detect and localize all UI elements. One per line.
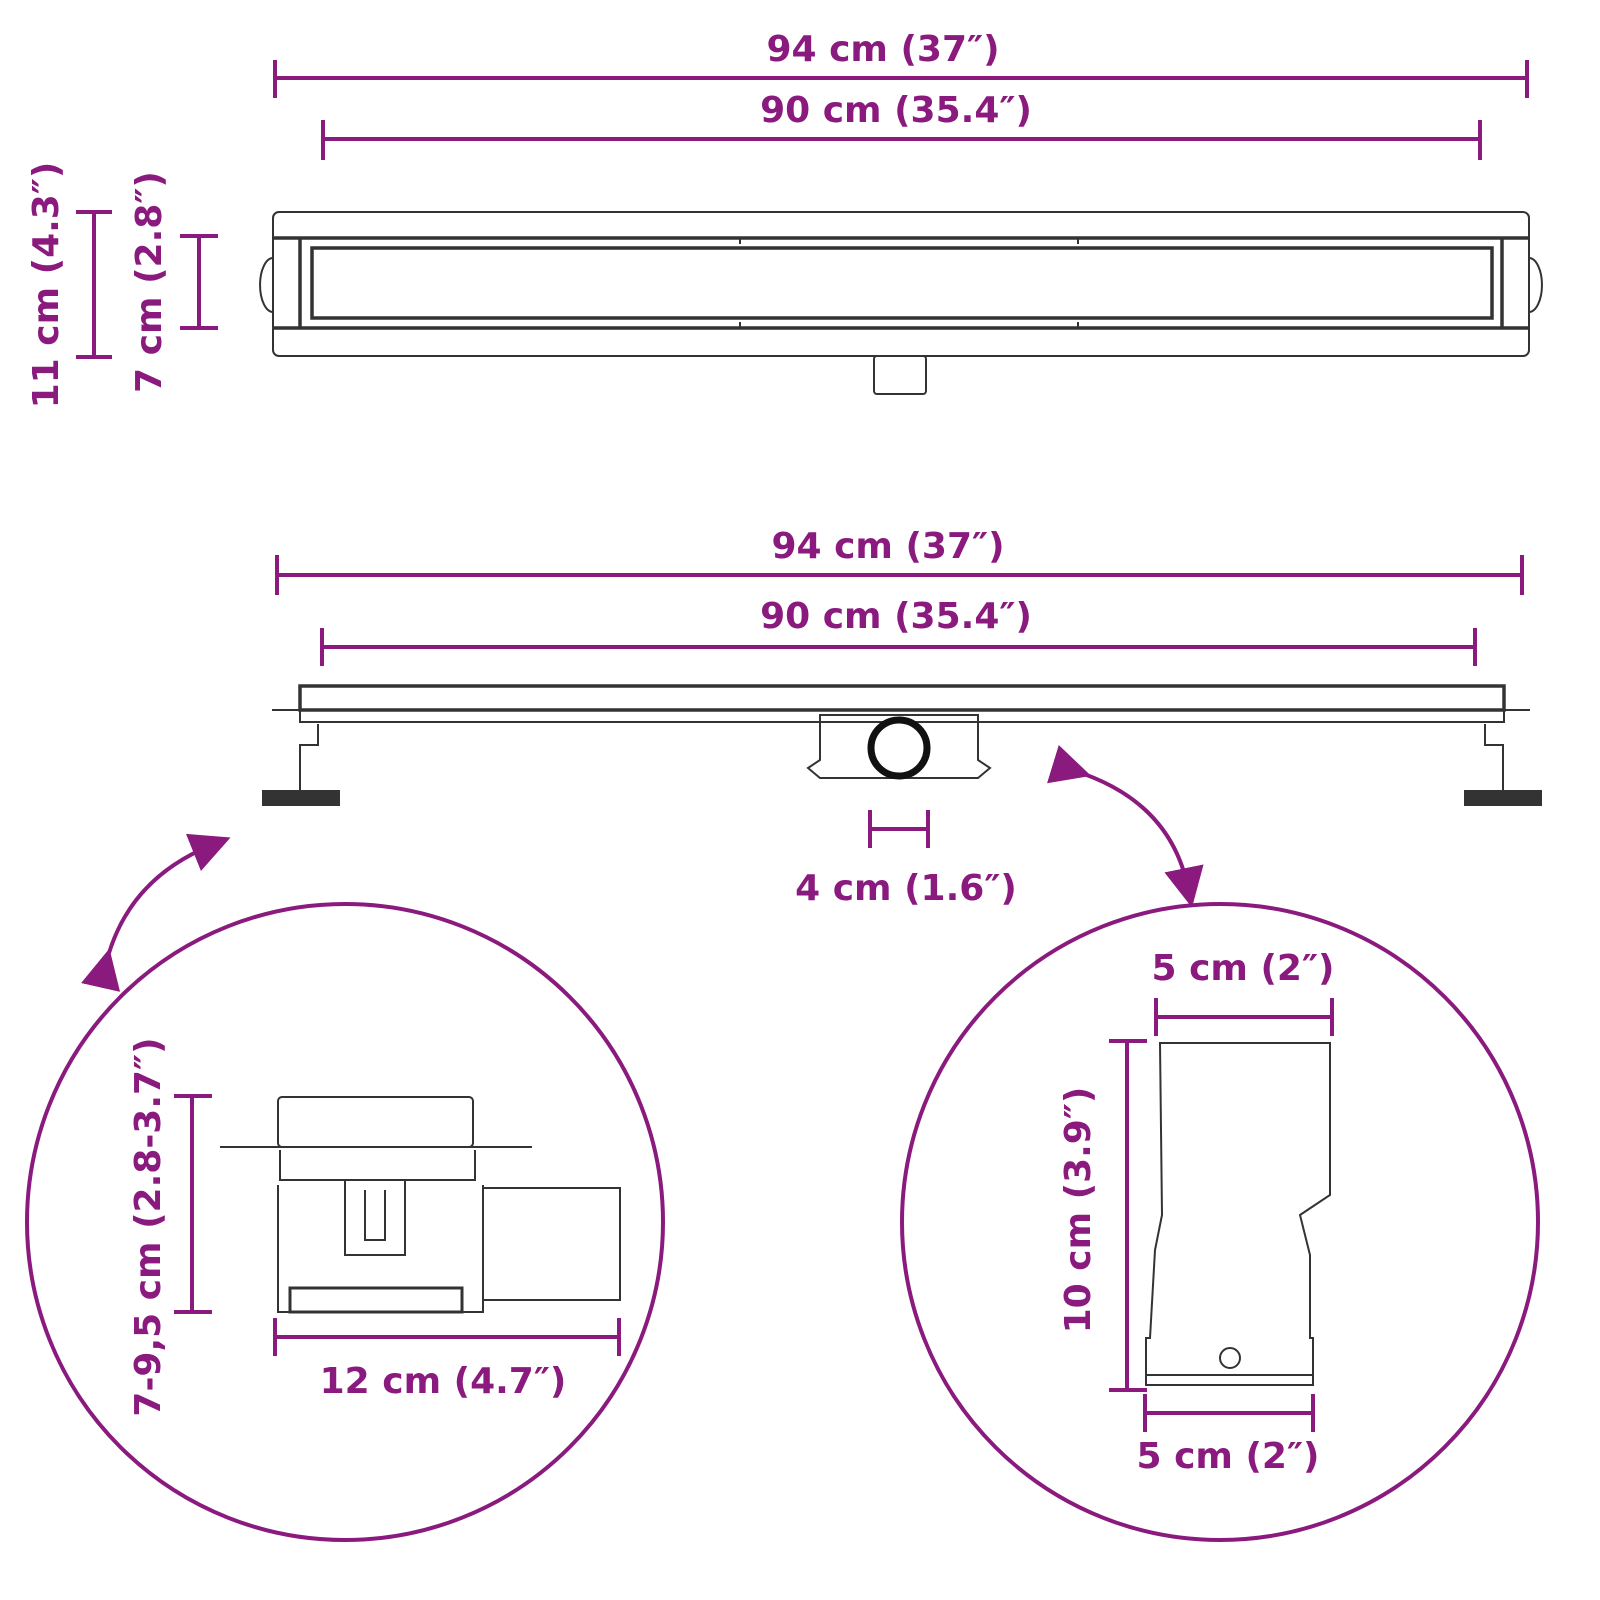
dim-height-right: 10 cm (3.9″) <box>1058 1039 1147 1392</box>
label-width: 12 cm (4.7″) <box>320 1361 567 1402</box>
dim-overall-width: 11 cm (4.3″) <box>26 162 112 409</box>
top-view: 94 cm (37″) 90 cm (35.4″) 11 cm (4.3″) 7… <box>26 29 1543 409</box>
detail-right-drawing <box>1145 1042 1331 1386</box>
dim-width-left: 12 cm (4.7″) <box>273 1318 621 1402</box>
dim-height-left: 7-9,5 cm (2.8-3.7″) <box>128 1037 212 1417</box>
drain-top-drawing <box>259 211 1543 395</box>
arrow-left-detail-icon <box>81 833 231 992</box>
arrow-right-detail-icon <box>1047 745 1204 908</box>
label-overall-width: 11 cm (4.3″) <box>26 162 67 409</box>
label-grate-length-side: 90 cm (35.4″) <box>760 596 1032 637</box>
label-grate-width: 7 cm (2.8″) <box>129 171 170 393</box>
label-top-width: 5 cm (2″) <box>1151 948 1334 989</box>
dim-bottom-width-right: 5 cm (2″) <box>1136 1394 1320 1477</box>
label-bottom-width: 5 cm (2″) <box>1136 1436 1319 1477</box>
side-view: 94 cm (37″) 90 cm (35.4″) 4 cm (1.6″) <box>262 526 1542 909</box>
label-overall-length-side: 94 cm (37″) <box>771 526 1004 567</box>
label-outlet-diameter: 4 cm (1.6″) <box>795 868 1017 909</box>
dim-outlet-diameter: 4 cm (1.6″) <box>795 810 1017 909</box>
label-overall-length: 94 cm (37″) <box>766 29 999 70</box>
detail-left-drawing <box>220 1096 621 1314</box>
label-grate-length: 90 cm (35.4″) <box>760 90 1032 131</box>
dim-overall-length-top: 94 cm (37″) <box>273 29 1529 98</box>
detail-left: 7-9,5 cm (2.8-3.7″) 12 cm (4.7″) <box>25 902 665 1542</box>
dim-grate-length-side: 90 cm (35.4″) <box>320 596 1477 666</box>
label-height: 10 cm (3.9″) <box>1058 1087 1099 1334</box>
dim-grate-length-top: 90 cm (35.4″) <box>321 90 1482 160</box>
label-height-range: 7-9,5 cm (2.8-3.7″) <box>128 1037 169 1416</box>
dim-overall-length-side: 94 cm (37″) <box>275 526 1524 595</box>
dim-top-width-right: 5 cm (2″) <box>1151 948 1335 1036</box>
detail-right: 5 cm (2″) 10 cm (3.9″) 5 cm (2″) <box>900 902 1540 1542</box>
dim-grate-width: 7 cm (2.8″) <box>129 171 218 393</box>
drain-side-drawing <box>262 684 1542 806</box>
